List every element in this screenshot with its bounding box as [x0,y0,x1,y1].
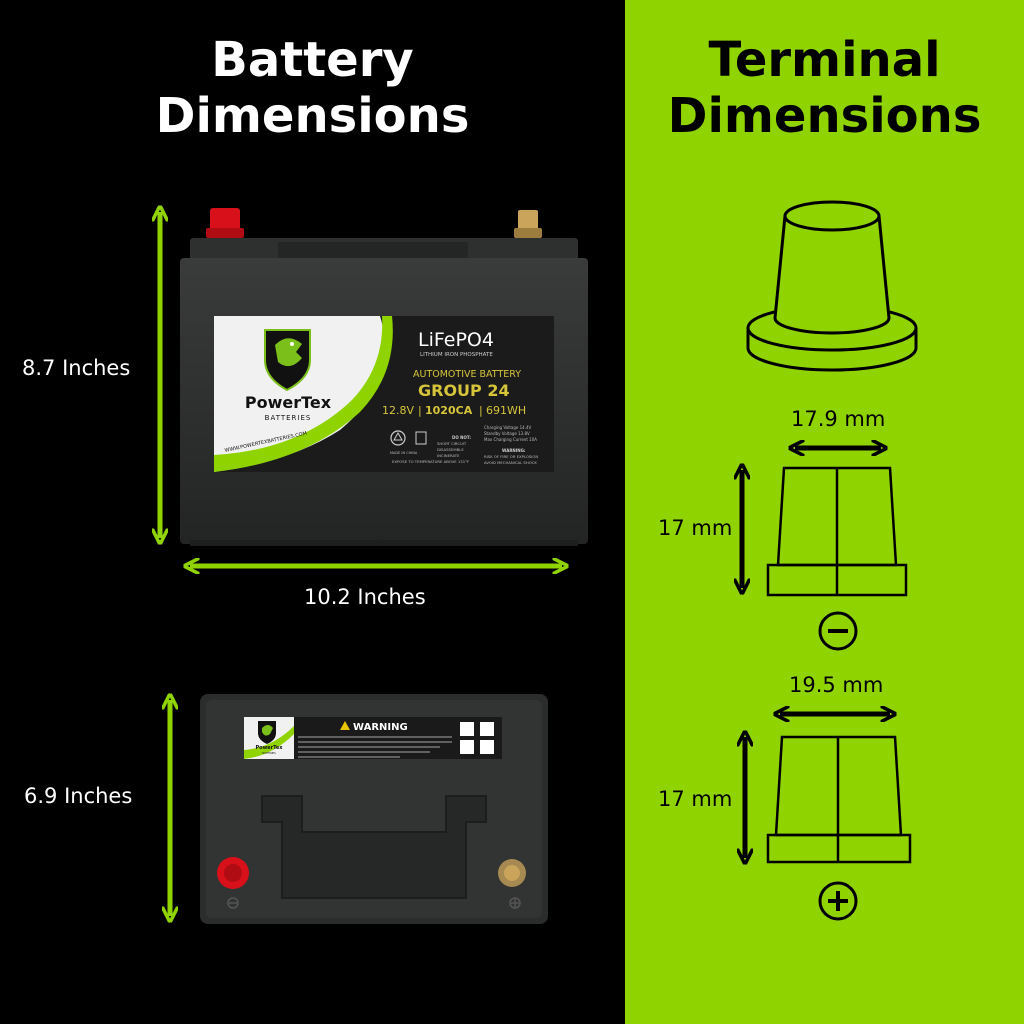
charging-line-3: Max Charging Current 10A [484,437,537,442]
neg-height-label: 17 mm [658,516,733,540]
expose-text: EXPOSE TO TEMPERATURE ABOVE 131°F [392,459,469,464]
bin-icon [415,431,427,445]
chemistry-sub: LITHIUM IRON PHOSPHATE [420,352,493,358]
terminal-dimensions-title: Terminal Dimensions [625,32,1024,144]
warning-1: WARNING: [502,448,526,453]
title-line-2: Dimensions [155,88,470,144]
warning-3: AVOID MECHANICAL SHOCK [484,460,537,465]
battery-front-view: PowerTex BATTERIES WWW.POWERTEXBATTERIES… [180,208,588,546]
positive-terminal-schematic [766,735,912,864]
no-disassemble-icon [480,740,494,754]
battery-type: AUTOMOTIVE BATTERY [413,369,521,380]
top-warning-title: WARNING [353,722,408,733]
plus-circle-icon [818,881,858,921]
group-text: GROUP 24 [418,381,510,400]
brand-sub: BATTERIES [265,414,312,422]
top-warning-label: PowerTex BATTERIES WARNING [244,717,502,759]
negative-terminal-schematic [766,466,908,597]
charging-line-1: Charging Voltage 14.4V [484,425,532,430]
donot-3: DISASSEMBLE [437,447,464,452]
chemistry-text: LiFePO4 [418,329,494,351]
neg-width-label: 17.9 mm [791,407,886,431]
top-positive-terminal [498,859,526,909]
negative-terminal-red [206,208,244,238]
brand-name: PowerTex [245,393,332,412]
battery-dimensions-title: Battery Dimensions [0,32,625,144]
dinosaur-mascot-icon [264,329,311,392]
battery-top-view: PowerTex BATTERIES WARNING [200,694,548,924]
pos-width-label: 19.5 mm [789,673,884,697]
top-brand-sub: BATTERIES [262,751,276,755]
spec-ca: 1020CA [425,404,473,417]
made-in-text: MADE IN CHINA [390,451,418,455]
svg-text:|: | [479,404,483,417]
spec-volt: 12.8V [382,404,414,417]
right-panel [625,0,1024,1024]
no-children-icon [480,722,494,736]
minus-circle-icon [818,611,858,651]
battery-front-label: PowerTex BATTERIES WWW.POWERTEXBATTERIES… [214,316,554,472]
title-line-1: Battery [211,32,414,88]
positive-terminal-brass [514,210,542,238]
warning-triangle-icon [340,721,350,730]
pos-height-label: 17 mm [658,787,733,811]
donot-2: SHORT CIRCUIT [437,441,467,446]
title-line-2: Dimensions [667,88,982,144]
handle-recess [261,795,487,899]
top-brand: PowerTex [256,745,284,751]
width-label: 10.2 Inches [304,585,426,609]
charging-line-2: Standby Voltage 13.8V [484,431,530,436]
donot-4: INCINERATE [437,453,460,458]
read-manual-icon [460,740,474,754]
terminal-3d-illustration [746,200,918,372]
spec-wh: 691WH [486,404,526,417]
title-line-1: Terminal [708,32,941,88]
no-fire-icon [460,722,474,736]
svg-text:|: | [418,404,422,417]
donot-1: DO NOT: [452,435,471,440]
warning-2: RISK OF FIRE OR EXPLOSION [484,454,538,459]
height-label: 8.7 Inches [22,356,131,380]
depth-label: 6.9 Inches [24,784,133,808]
top-negative-terminal [217,857,249,909]
recycle-icon [390,430,406,446]
